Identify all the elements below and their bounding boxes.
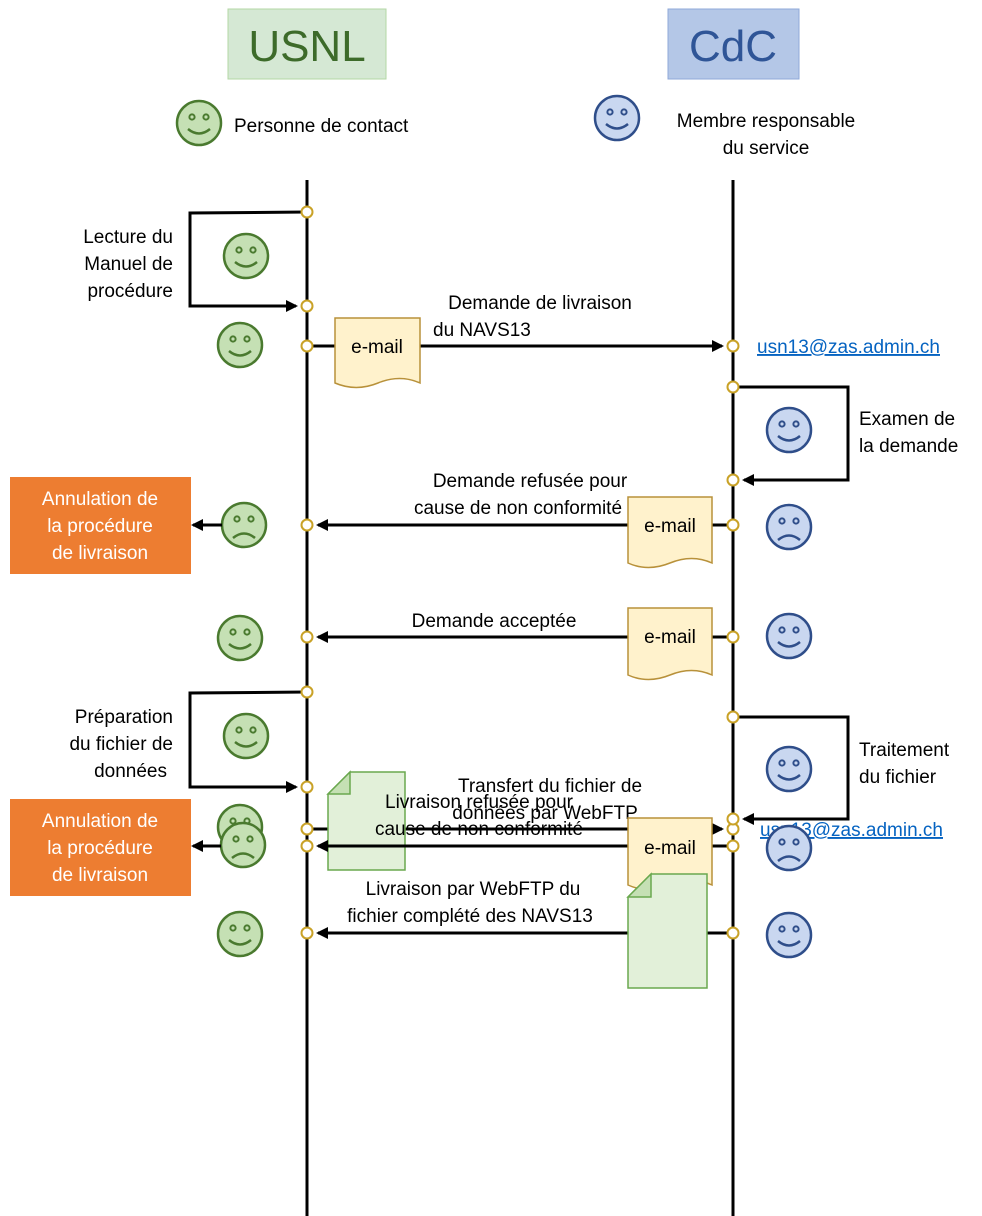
refus1-cdc-face-icon [765, 503, 813, 551]
cdc-role-label-line1: Membre responsable [677, 111, 855, 132]
acceptee-usnl-face-icon [216, 614, 264, 662]
lecture-label-line2: Manuel de [84, 254, 173, 275]
transfert-file-corner-fold [326, 770, 351, 795]
preparation-label-line2: du fichier de [69, 734, 173, 755]
livraison-usnl-face-icon [216, 910, 264, 958]
livraison-cdc-face-icon [765, 911, 813, 959]
node-preparation-end [300, 780, 314, 794]
acceptee-cdc-face-icon [765, 612, 813, 660]
demande-face-icon [216, 321, 264, 369]
preparation-loop-arrow [188, 690, 308, 793]
node-acceptee-start [726, 630, 740, 644]
node-preparation-start [300, 685, 314, 699]
refus1-email-label: e-mail [644, 516, 696, 537]
service-member-icon [593, 94, 641, 142]
node-demande-end [726, 339, 740, 353]
refus2-usnl-face-icon [219, 821, 267, 869]
traitement-face-icon [765, 745, 813, 793]
annul1-label-line1: Annulation de [42, 489, 158, 510]
annul1-label-line3: de livraison [52, 543, 148, 564]
refus1-email-document [627, 496, 713, 569]
livraison-file-corner-fold [626, 872, 652, 898]
annul2-box [10, 799, 191, 896]
traitement-label-line1: Traitement [859, 740, 950, 761]
preparation-label-line1: Préparation [75, 707, 173, 728]
annul2-label-line3: de livraison [52, 865, 148, 886]
refus2-cdc-face-icon [765, 824, 813, 872]
acceptee-label: Demande acceptée [412, 611, 577, 632]
examen-label-line1: Examen de [859, 409, 955, 430]
annul1-box [10, 477, 191, 574]
node-transfert-start [300, 822, 314, 836]
demande-email-document [334, 317, 421, 389]
node-livraison-end [300, 926, 314, 940]
refus2-label-line2: cause de non conformité [375, 819, 583, 840]
demande-label-line2: du NAVS13 [433, 320, 531, 341]
preparation-label-line3: données [94, 761, 167, 782]
cdc-role-label-line2: du service [723, 138, 810, 159]
examen-label-line2: la demande [859, 436, 958, 457]
refus1-label-line1: Demande refusée pour [433, 471, 628, 492]
transfert-label-line1: Transfert du fichier de [458, 776, 642, 797]
usnl-role-label: Personne de contact [234, 116, 409, 137]
node-lecture-start [300, 205, 314, 219]
node-lecture-end [300, 299, 314, 313]
demande-email-label: e-mail [351, 337, 403, 358]
lifeline-nodes [300, 205, 740, 940]
refus2-email-label: e-mail [644, 838, 696, 859]
lecture-label-line1: Lecture du [83, 227, 173, 248]
livraison-label-line1: Livraison par WebFTP du [366, 879, 581, 900]
refus1-usnl-face-icon [220, 501, 268, 549]
node-refus1-end [300, 518, 314, 532]
node-refus1-start [726, 518, 740, 532]
node-examen-start [726, 380, 740, 394]
livraison-label-line2: fichier complété des NAVS13 [347, 906, 593, 927]
node-traitement-end [726, 812, 740, 826]
preparation-face-icon [222, 712, 270, 760]
node-refus2-end [300, 839, 314, 853]
node-demande-start [300, 339, 314, 353]
lecture-loop-arrow [188, 210, 308, 312]
transfert-label-line2: données par WebFTP [452, 803, 638, 824]
traitement-loop-arrow [733, 715, 850, 825]
annul1-label-line2: la procédure [47, 516, 153, 537]
examen-face-icon [765, 406, 813, 454]
acceptee-email-label: e-mail [644, 627, 696, 648]
node-acceptee-end [300, 630, 314, 644]
cdc-title: CdC [689, 22, 777, 71]
lecture-label-line3: procédure [87, 281, 173, 302]
demande-label-line1: Demande de livraison [448, 293, 632, 314]
node-refus2-start [726, 839, 740, 853]
demande-email-address-link[interactable]: usn13@zas.admin.ch [757, 337, 940, 358]
lecture-face-icon [222, 232, 270, 280]
annul2-label-line2: la procédure [47, 838, 153, 859]
traitement-label-line2: du fichier [859, 767, 937, 788]
examen-loop-arrow [733, 385, 850, 486]
node-traitement-start [726, 710, 740, 724]
contact-person-icon [175, 99, 223, 147]
usnl-title: USNL [248, 22, 365, 71]
refus2-label-line1: Livraison refusée pour [385, 792, 574, 813]
cdc-header-box [667, 8, 800, 80]
usnl-header-box [227, 8, 387, 80]
node-examen-end [726, 473, 740, 487]
refus1-label-line2: cause de non conformité [414, 498, 622, 519]
acceptee-email-document [627, 607, 713, 681]
node-livraison-start [726, 926, 740, 940]
annul2-label-line1: Annulation de [42, 811, 158, 832]
